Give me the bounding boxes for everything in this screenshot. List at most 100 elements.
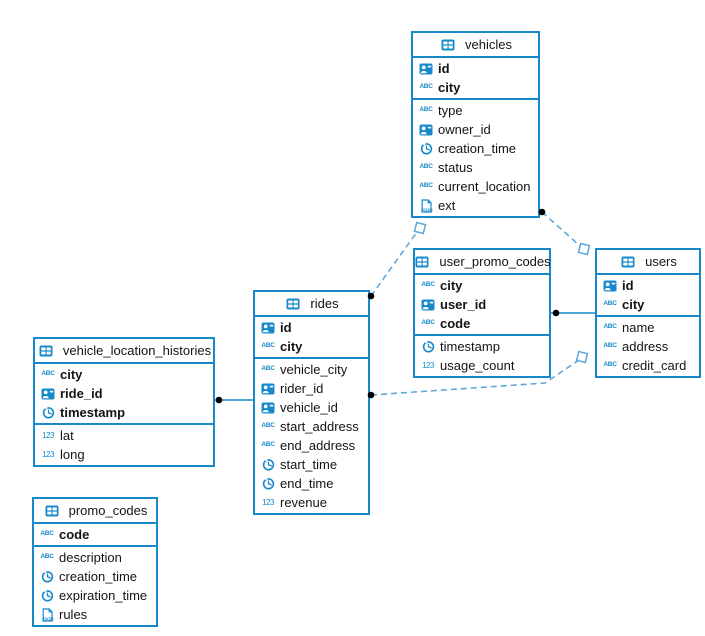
relation-endpoint-square — [575, 350, 589, 364]
relation-endpoint-dot — [552, 309, 560, 317]
column-start_time[interactable]: start_time — [255, 455, 368, 474]
column-name-label: user_id — [440, 297, 487, 312]
123-icon: 123 — [262, 497, 274, 507]
column-name-label: start_address — [280, 419, 359, 434]
svg-text:JSON: JSON — [420, 207, 432, 212]
column-ext[interactable]: JSON ext — [413, 196, 538, 215]
column-name-label: long — [60, 447, 85, 462]
column-city[interactable]: ABC city — [255, 337, 368, 356]
abc-icon: ABC — [421, 281, 435, 289]
table-header-user_promo_codes[interactable]: user_promo_codes — [415, 250, 551, 275]
table-name: users — [645, 254, 677, 269]
column-rider_id[interactable]: rider_id — [255, 379, 368, 398]
column-name-label: code — [440, 316, 471, 331]
table-icon — [439, 39, 457, 51]
column-id[interactable]: id — [255, 318, 368, 337]
json-icon: JSON — [38, 607, 56, 622]
column-name-label: code — [59, 527, 90, 542]
column-name-label: vehicle_city — [280, 362, 348, 377]
column-name-label: revenue — [280, 495, 327, 510]
column-name-label: address — [622, 339, 669, 354]
column-credit_card[interactable]: ABC credit_card — [597, 356, 699, 375]
column-expiration_time[interactable]: expiration_time — [34, 586, 156, 605]
column-name-label: id — [622, 278, 634, 293]
column-name-label: city — [280, 339, 303, 354]
person-card-icon — [601, 280, 619, 292]
abc-icon: ABC — [261, 441, 275, 449]
relation-vehicles-users — [541, 211, 581, 247]
person-card-icon — [259, 383, 277, 395]
abc-icon: ABC — [603, 300, 617, 308]
column-id[interactable]: id — [597, 276, 699, 295]
person-card-icon — [419, 299, 437, 311]
table-name: promo_codes — [68, 503, 148, 518]
table-name: user_promo_codes — [439, 254, 551, 269]
column-owner_id[interactable]: owner_id — [413, 120, 538, 139]
abc-icon: ABC — [421, 319, 435, 327]
column-name-label: rules — [59, 607, 88, 622]
table-header-users[interactable]: users — [597, 250, 699, 275]
abc-icon: ABC — [261, 342, 275, 350]
table-header-promo_codes[interactable]: promo_codes — [34, 499, 156, 524]
clock-icon — [417, 142, 435, 155]
column-end_time[interactable]: end_time — [255, 474, 368, 493]
abc-icon: ABC — [419, 106, 433, 114]
json-icon: JSON — [417, 198, 435, 213]
abc-icon: ABC — [40, 553, 54, 561]
column-creation_time[interactable]: creation_time — [34, 567, 156, 586]
column-ride_id[interactable]: ride_id — [35, 384, 213, 403]
column-id[interactable]: id — [413, 59, 538, 78]
column-description[interactable]: ABC description — [34, 548, 156, 567]
table-header-vehicle_location_histories[interactable]: vehicle_location_histories — [35, 339, 213, 364]
column-vehicle_city[interactable]: ABC vehicle_city — [255, 360, 368, 379]
column-name-label: name — [622, 320, 655, 335]
column-code[interactable]: ABC code — [415, 314, 549, 333]
column-name-label: description — [59, 550, 122, 565]
column-name-label: credit_card — [622, 358, 687, 373]
column-name-label: ext — [438, 198, 456, 213]
column-vehicle_id[interactable]: vehicle_id — [255, 398, 368, 417]
abc-icon: ABC — [603, 361, 617, 369]
abc-icon: ABC — [41, 370, 55, 378]
column-timestamp[interactable]: timestamp — [415, 337, 549, 356]
column-name-label: end_time — [280, 476, 334, 491]
table-header-rides[interactable]: rides — [255, 292, 368, 317]
123-icon: 123 — [422, 360, 434, 370]
abc-icon: ABC — [261, 365, 275, 373]
person-card-icon — [417, 63, 435, 75]
column-user_id[interactable]: user_id — [415, 295, 549, 314]
column-creation_time[interactable]: creation_time — [413, 139, 538, 158]
column-timestamp[interactable]: timestamp — [35, 403, 213, 422]
column-name-label: timestamp — [60, 405, 126, 420]
column-revenue[interactable]: 123 revenue — [255, 493, 368, 512]
table-header-vehicles[interactable]: vehicles — [413, 33, 538, 58]
column-name-label: id — [280, 320, 292, 335]
